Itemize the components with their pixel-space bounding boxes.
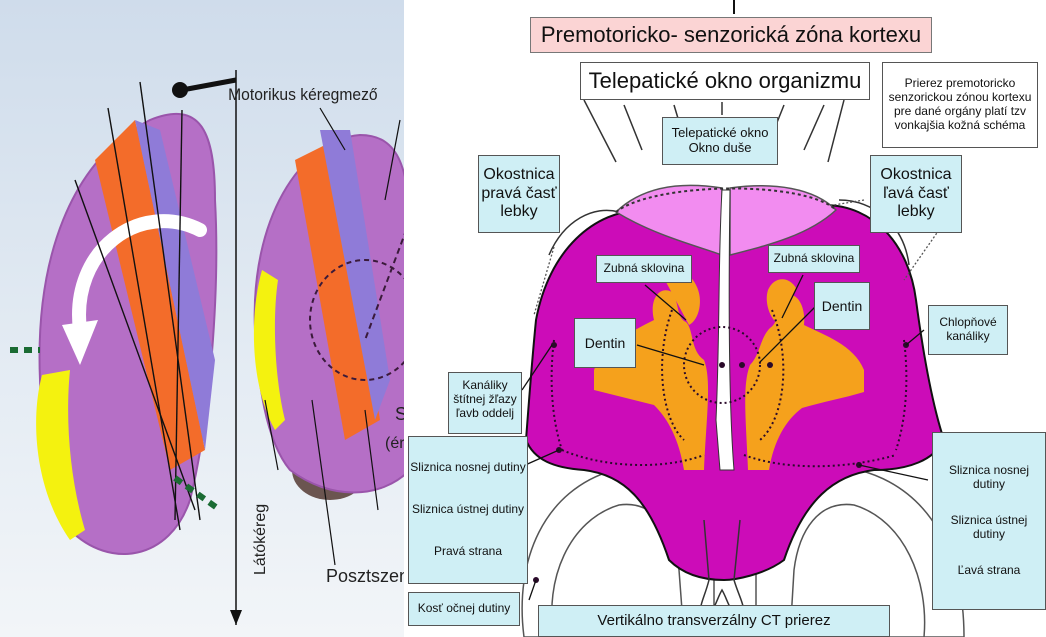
center-dot xyxy=(719,362,725,368)
periosteum-right-box: Okostnica pravá časť lebky xyxy=(478,155,560,233)
description-line: senzorickou zónou kortexu xyxy=(883,91,1037,105)
mucosa-line: Sliznica ústnej dutiny xyxy=(933,514,1045,542)
ct-section-label: Vertikálno transverzálny CT prierez xyxy=(539,612,889,629)
periosteum-left-line: Okostnica xyxy=(871,166,961,184)
telepathic-window-label: Telepatické okno organizmu xyxy=(581,68,869,93)
thyroid-canals-box: Kanáliky štítnej žľazy ľavb oddelj xyxy=(448,372,522,434)
right-brain xyxy=(254,108,410,565)
description-box: Prierez premotoricko senzorickou zónou k… xyxy=(882,62,1038,148)
postsensory-label: Posztszenzorik xyxy=(326,566,410,586)
mucosa-line: Sliznica nosnej dutiny xyxy=(409,461,527,475)
valve-canals-box: Chlopňové kanáliky xyxy=(928,305,1008,355)
center-dot xyxy=(767,362,773,368)
thyroid-canals-line: ľavb oddelj xyxy=(449,407,521,421)
orbital-bone-box: Kosť očnej dutiny xyxy=(408,592,520,626)
mucosa-line: Ľavá strana xyxy=(933,564,1045,578)
mucosa-left-side-box: Sliznica nosnej dutiny Sliznica ústnej d… xyxy=(932,432,1046,610)
periosteum-right-line: pravá časť xyxy=(479,185,559,203)
soul-window-box: Telepatické okno Okno duše xyxy=(662,117,778,165)
diagram-title: Premotoricko- senzorická zóna kortexu xyxy=(530,17,932,53)
center-dot xyxy=(739,362,745,368)
periosteum-right-line: Okostnica xyxy=(479,166,559,184)
soul-window-line: Telepatické okno xyxy=(663,126,777,141)
dentin-left-label: Dentin xyxy=(575,335,635,351)
visual-cortex-label: Látókéreg xyxy=(252,504,269,575)
valve-canals-line: kanáliky xyxy=(929,330,1007,344)
periosteum-right-line: lebky xyxy=(479,203,559,221)
mucosa-right-side-box: Sliznica nosnej dutiny Sliznica ústnej d… xyxy=(408,436,528,584)
periosteum-left-line: lebky xyxy=(871,203,961,221)
soul-window-line: Okno duše xyxy=(663,141,777,156)
dentin-left-box: Dentin xyxy=(574,318,636,368)
brain-illustration: Motorikus kéregmező Látókéreg Szenzo (ér… xyxy=(0,0,410,637)
dentin-right-box: Dentin xyxy=(814,282,870,330)
thyroid-canals-line: Kanáliky xyxy=(449,379,521,393)
description-line: Prierez premotoricko xyxy=(883,77,1037,91)
left-brain xyxy=(10,82,220,554)
enamel-right-box: Zubná sklovina xyxy=(768,245,860,273)
mucosa-line: Pravá strana xyxy=(409,545,527,559)
motor-cortex-label: Motorikus kéregmező xyxy=(228,85,377,104)
thyroid-canals-line: štítnej žľazy xyxy=(449,393,521,407)
description-line: pre dané orgány platí tzv xyxy=(883,105,1037,119)
enamel-left-box: Zubná sklovina xyxy=(596,255,692,283)
periosteum-left-box: Okostnica ľavá časť lebky xyxy=(870,155,962,233)
valve-canals-line: Chlopňové xyxy=(929,316,1007,330)
periosteum-left-line: ľavá časť xyxy=(871,185,961,203)
telepathic-window-box: Telepatické okno organizmu xyxy=(580,62,870,100)
description-line: vonkajšia kožná schéma xyxy=(883,119,1037,133)
mucosa-line: Sliznica ústnej dutiny xyxy=(409,503,527,517)
axis-arrow xyxy=(230,610,242,625)
enamel-right-label: Zubná sklovina xyxy=(769,252,859,266)
dentin-right-label: Dentin xyxy=(815,298,869,314)
cortex-section-panel: Premotoricko- senzorická zóna kortexu Te… xyxy=(404,0,1046,637)
orbital-bone-label: Kosť očnej dutiny xyxy=(409,602,519,616)
ct-section-box: Vertikálno transverzálny CT prierez xyxy=(538,605,890,637)
mucosa-line: Sliznica nosnej dutiny xyxy=(933,464,1045,492)
axis-knob xyxy=(172,82,188,98)
brain-illustration-panel: Motorikus kéregmező Látókéreg Szenzo (ér… xyxy=(0,0,410,637)
enamel-left-label: Zubná sklovina xyxy=(597,262,691,276)
